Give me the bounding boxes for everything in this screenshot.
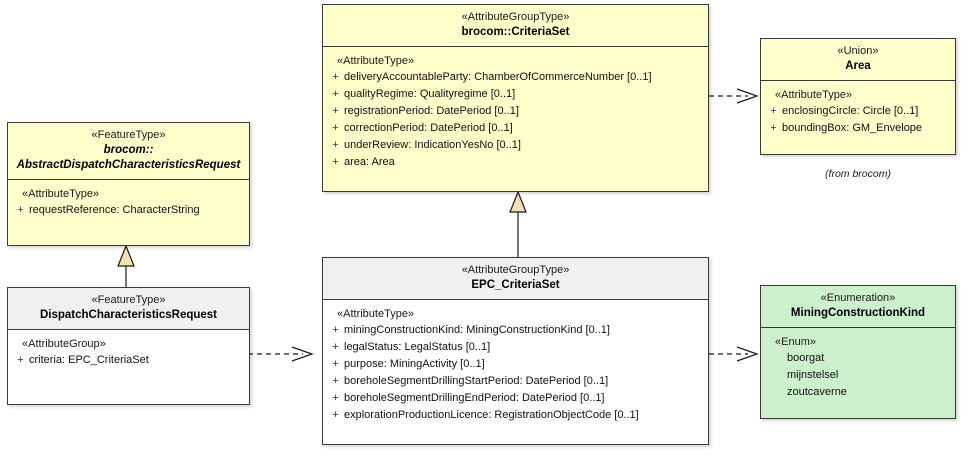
class-name: MiningConstructionKind	[790, 307, 926, 319]
attribute-label: criteria: EPC_CriteriaSet	[29, 354, 149, 366]
attribute-label: legalStatus: LegalStatus [0..1]	[344, 341, 491, 353]
attribute-label: explorationProductionLicence: Registrati…	[344, 409, 639, 421]
class-box-abstract-dispatch-characteristics-request[interactable]: «FeatureType» brocom:: AbstractDispatchC…	[7, 122, 250, 246]
visibility-marker: +	[332, 139, 339, 151]
class-box-area[interactable]: «Union» Area «AttributeType» + enclosing…	[760, 38, 956, 155]
attribute-label: requestReference: CharacterString	[29, 204, 200, 216]
class-box-criteria-set[interactable]: «AttributeGroupType» brocom::CriteriaSet…	[322, 4, 709, 192]
class-attributes-abstract-dispatch-characteristics-request: «AttributeType» + requestReference: Char…	[8, 180, 249, 224]
class-name: brocom::CriteriaSet	[461, 26, 570, 38]
class-header-mining-construction-kind: «Enumeration» MiningConstructionKind	[761, 286, 955, 328]
visibility-marker: +	[332, 88, 339, 100]
visibility-marker: +	[332, 71, 339, 83]
connector-epc-to-criteria-set	[509, 190, 527, 257]
class-name: DispatchCharacteristicsRequest	[39, 309, 218, 321]
class-box-epc-criteria-set[interactable]: «AttributeGroupType» EPC_CriteriaSet «At…	[322, 257, 709, 445]
class-attributes-epc-criteria-set: «AttributeType» + miningConstructionKind…	[323, 300, 708, 429]
connector-criteria-set-to-area	[709, 88, 759, 104]
class-header-epc-criteria-set: «AttributeGroupType» EPC_CriteriaSet	[323, 258, 708, 300]
connector-dispatch-to-abstract-request	[117, 244, 135, 287]
enum-group-stereotype: «Enum»	[775, 336, 816, 348]
attribute-row: + explorationProductionLicence: Registra…	[327, 407, 704, 424]
visibility-marker: +	[332, 324, 339, 336]
attribute-row: + legalStatus: LegalStatus [0..1]	[327, 339, 704, 356]
enum-literal: zoutcaverne	[787, 386, 847, 398]
attribute-row: + area: Area	[327, 154, 704, 171]
attribute-row: + correctionPeriod: DatePeriod [0..1]	[327, 120, 704, 137]
attribute-label: enclosingCircle: Circle [0..1]	[782, 105, 919, 117]
class-attributes-dispatch-characteristics-request: «AttributeGroup» + criteria: EPC_Criteri…	[8, 330, 249, 374]
class-stereotype: «FeatureType»	[91, 129, 166, 141]
attribute-group-stereotype: «AttributeType»	[22, 188, 100, 200]
attribute-label: underReview: IndicationYesNo [0..1]	[344, 139, 521, 151]
attribute-row: + boreholeSegmentDrillingStartPeriod: Da…	[327, 373, 704, 390]
attribute-label: correctionPeriod: DatePeriod [0..1]	[344, 122, 513, 134]
class-literals-mining-construction-kind: «Enum» boorgat mijnstelsel zoutcaverne	[761, 328, 955, 406]
attribute-label: deliveryAccountableParty: ChamberOfComme…	[344, 71, 652, 83]
visibility-marker: +	[332, 392, 339, 404]
enum-literal: boorgat	[787, 352, 825, 364]
attribute-label: miningConstructionKind: MiningConstructi…	[344, 324, 610, 336]
class-attributes-criteria-set: «AttributeType» + deliveryAccountablePar…	[323, 47, 708, 176]
attribute-group-stereotype: «AttributeGroup»	[22, 338, 106, 350]
class-name: brocom:: AbstractDispatchCharacteristics…	[12, 143, 245, 173]
visibility-marker: +	[332, 341, 339, 353]
attribute-group-stereotype: «AttributeType»	[775, 89, 853, 101]
class-namespace: brocom::	[103, 144, 154, 156]
attribute-group-stereotype: «AttributeType»	[337, 55, 415, 67]
attribute-row: + boundingBox: GM_Envelope	[765, 120, 951, 137]
attribute-row: + purpose: MiningActivity [0..1]	[327, 356, 704, 373]
attribute-label: registrationPeriod: DatePeriod [0..1]	[344, 105, 519, 117]
attribute-label: purpose: MiningActivity [0..1]	[344, 358, 485, 370]
attribute-group-stereotype: «AttributeType»	[337, 308, 415, 320]
attribute-row: + underReview: IndicationYesNo [0..1]	[327, 137, 704, 154]
attribute-row: + criteria: EPC_CriteriaSet	[12, 352, 245, 369]
connector-dispatch-to-epc-criteria-set	[248, 346, 314, 362]
attribute-row: + boreholeSegmentDrillingEndPeriod: Date…	[327, 390, 704, 407]
attribute-row: + registrationPeriod: DatePeriod [0..1]	[327, 103, 704, 120]
connector-epc-to-mining-construction-kind	[709, 346, 759, 362]
attribute-label: boundingBox: GM_Envelope	[782, 122, 923, 134]
attribute-row: + miningConstructionKind: MiningConstruc…	[327, 322, 704, 339]
class-box-dispatch-characteristics-request[interactable]: «FeatureType» DispatchCharacteristicsReq…	[7, 287, 250, 405]
visibility-marker: +	[332, 409, 339, 421]
class-header-criteria-set: «AttributeGroupType» brocom::CriteriaSet	[323, 5, 708, 47]
visibility-marker: +	[770, 122, 777, 134]
visibility-marker: +	[770, 105, 777, 117]
attribute-row: + qualityRegime: Qualityregime [0..1]	[327, 86, 704, 103]
attribute-label: area: Area	[344, 156, 395, 168]
attribute-label: qualityRegime: Qualityregime [0..1]	[344, 88, 516, 100]
visibility-marker: +	[332, 105, 339, 117]
class-header-area: «Union» Area	[761, 39, 955, 81]
class-stereotype: «Enumeration»	[820, 292, 896, 304]
class-header-abstract-dispatch-characteristics-request: «FeatureType» brocom:: AbstractDispatchC…	[8, 123, 249, 180]
class-stereotype: «AttributeGroupType»	[461, 11, 570, 23]
visibility-marker: +	[17, 354, 24, 366]
class-name: EPC_CriteriaSet	[471, 279, 560, 291]
class-attributes-area: «AttributeType» + enclosingCircle: Circl…	[761, 81, 955, 142]
class-header-dispatch-characteristics-request: «FeatureType» DispatchCharacteristicsReq…	[8, 288, 249, 330]
package-note-area: (from brocom)	[825, 168, 891, 180]
attribute-row: + deliveryAccountableParty: ChamberOfCom…	[327, 69, 704, 86]
enum-literal: mijnstelsel	[787, 369, 839, 381]
visibility-marker: +	[17, 204, 24, 216]
attribute-label: boreholeSegmentDrillingEndPeriod: DatePe…	[344, 392, 605, 404]
class-name: Area	[845, 60, 871, 72]
class-stereotype: «FeatureType»	[91, 294, 166, 306]
visibility-marker: +	[332, 375, 339, 387]
class-box-mining-construction-kind[interactable]: «Enumeration» MiningConstructionKind «En…	[760, 285, 956, 419]
attribute-row: + enclosingCircle: Circle [0..1]	[765, 103, 951, 120]
class-stereotype: «Union»	[837, 45, 879, 57]
visibility-marker: +	[332, 358, 339, 370]
visibility-marker: +	[332, 122, 339, 134]
visibility-marker: +	[332, 156, 339, 168]
class-name-text: AbstractDispatchCharacteristicsRequest	[16, 159, 241, 171]
attribute-row: + requestReference: CharacterString	[12, 202, 245, 219]
attribute-label: boreholeSegmentDrillingStartPeriod: Date…	[344, 375, 609, 387]
class-stereotype: «AttributeGroupType»	[461, 264, 570, 276]
